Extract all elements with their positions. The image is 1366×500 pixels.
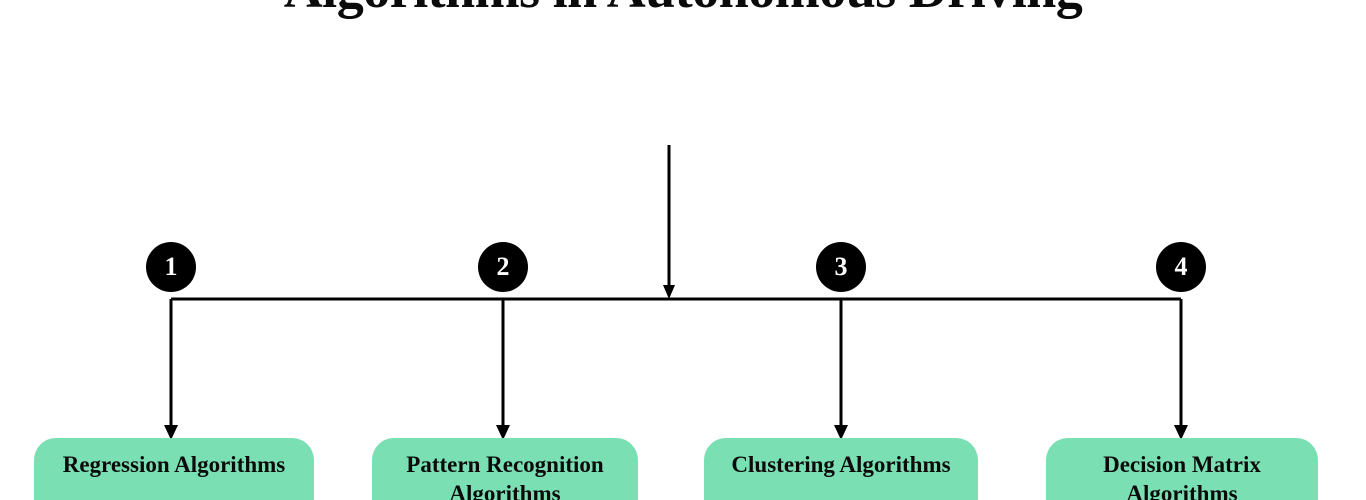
branch-bullet-4: 4 [1156, 242, 1206, 292]
branch-label-2: Pattern Recognition Algorithms [406, 452, 604, 500]
branch-box-4: Decision Matrix Algorithms [1046, 438, 1318, 500]
branch-label-3: Clustering Algorithms [731, 452, 951, 477]
branch-box-3: Clustering Algorithms [704, 438, 978, 500]
branch-box-1: Regression Algorithms [34, 438, 314, 500]
branch-bullet-2: 2 [478, 242, 528, 292]
page-title: Algorithms in Autonomous Driving [283, 0, 1083, 20]
branch-bullet-1: 1 [146, 242, 196, 292]
branch-bullet-3: 3 [816, 242, 866, 292]
branch-label-1: Regression Algorithms [62, 452, 286, 477]
branch-box-2: Pattern Recognition Algorithms [372, 438, 638, 500]
branch-label-4: Decision Matrix Algorithms [1103, 452, 1261, 500]
